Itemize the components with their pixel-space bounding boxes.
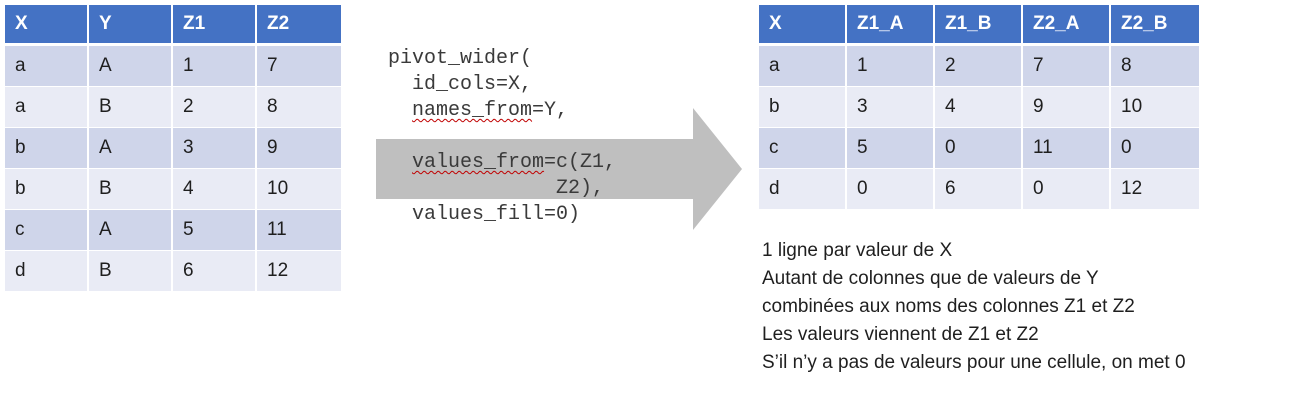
table-cell: 8 <box>257 87 341 128</box>
result-table: X Z1_A Z1_B Z2_A Z2_B a 1 2 7 8 b 3 4 9 … <box>759 5 1199 210</box>
source-header-z1: Z1 <box>173 5 257 46</box>
note-line: Autant de colonnes que de valeurs de Y <box>762 268 1099 289</box>
note-line: combinées aux noms des colonnes Z1 et Z2 <box>762 296 1135 317</box>
table-cell: 2 <box>935 46 1023 87</box>
table-cell: a <box>5 46 89 87</box>
source-header-x: X <box>5 5 89 46</box>
table-row: c 5 0 11 0 <box>759 128 1199 169</box>
table-row: a 1 2 7 8 <box>759 46 1199 87</box>
source-table-header-row: X Y Z1 Z2 <box>5 5 341 46</box>
table-cell: B <box>89 251 173 292</box>
code-fragment: =c(Z1, <box>544 151 617 174</box>
table-row: d 0 6 0 12 <box>759 169 1199 210</box>
code-spellcheck-word: names_from <box>412 99 533 122</box>
table-cell: A <box>89 128 173 169</box>
table-cell: 2 <box>173 87 257 128</box>
table-cell: 0 <box>1111 128 1199 169</box>
table-cell: 1 <box>173 46 257 87</box>
table-cell: 8 <box>1111 46 1199 87</box>
code-indent <box>388 151 412 174</box>
code-line: values_fill=0) <box>388 203 581 226</box>
table-cell: 7 <box>1023 46 1111 87</box>
result-header-x: X <box>759 5 847 46</box>
table-cell: A <box>89 46 173 87</box>
table-cell: c <box>5 210 89 251</box>
table-cell: 4 <box>935 87 1023 128</box>
table-cell: 7 <box>257 46 341 87</box>
table-cell: b <box>5 169 89 210</box>
table-cell: 5 <box>847 128 935 169</box>
explanation-notes: 1 ligne par valeur de X Autant de colonn… <box>762 237 1186 377</box>
table-cell: 9 <box>1023 87 1111 128</box>
table-cell: 3 <box>847 87 935 128</box>
table-cell: 6 <box>935 169 1023 210</box>
table-cell: b <box>759 87 847 128</box>
source-header-z2: Z2 <box>257 5 341 46</box>
table-cell: 6 <box>173 251 257 292</box>
table-row: b A 3 9 <box>5 128 341 169</box>
table-cell: 10 <box>1111 87 1199 128</box>
source-header-y: Y <box>89 5 173 46</box>
table-cell: 0 <box>1023 169 1111 210</box>
table-cell: 4 <box>173 169 257 210</box>
table-row: b 3 4 9 10 <box>759 87 1199 128</box>
note-line: 1 ligne par valeur de X <box>762 240 953 261</box>
note-line: S’il n’y a pas de valeurs pour une cellu… <box>762 352 1186 373</box>
code-line: names_from=Y, <box>388 99 568 122</box>
table-cell: a <box>759 46 847 87</box>
table-cell: b <box>5 128 89 169</box>
table-cell: 10 <box>257 169 341 210</box>
code-fragment: =Y, <box>532 99 569 122</box>
table-cell: 9 <box>257 128 341 169</box>
right-arrow-icon <box>376 108 742 230</box>
table-cell: B <box>89 87 173 128</box>
table-cell: 11 <box>1023 128 1111 169</box>
table-cell: A <box>89 210 173 251</box>
result-header-z1-a: Z1_A <box>847 5 935 46</box>
table-cell: 11 <box>257 210 341 251</box>
note-line: Les valeurs viennent de Z1 et Z2 <box>762 324 1039 345</box>
table-cell: d <box>5 251 89 292</box>
table-row: c A 5 11 <box>5 210 341 251</box>
code-line: id_cols=X, <box>388 73 533 96</box>
table-cell: d <box>759 169 847 210</box>
source-table: X Y Z1 Z2 a A 1 7 a B 2 8 b A 3 9 b B 4 <box>5 5 341 292</box>
code-line: pivot_wider( <box>388 47 533 70</box>
code-line: values_from=c(Z1, <box>388 151 616 174</box>
result-header-z2-a: Z2_A <box>1023 5 1111 46</box>
table-cell: a <box>5 87 89 128</box>
arrow-shape <box>376 108 742 230</box>
table-cell: c <box>759 128 847 169</box>
table-cell: 1 <box>847 46 935 87</box>
table-cell: 12 <box>257 251 341 292</box>
result-header-z2-b: Z2_B <box>1111 5 1199 46</box>
table-row: a A 1 7 <box>5 46 341 87</box>
table-cell: 12 <box>1111 169 1199 210</box>
code-indent <box>388 99 412 122</box>
table-cell: B <box>89 169 173 210</box>
table-cell: 5 <box>173 210 257 251</box>
pivot-wider-code: pivot_wider( id_cols=X, names_from=Y, va… <box>388 46 616 228</box>
table-row: a B 2 8 <box>5 87 341 128</box>
table-cell: 3 <box>173 128 257 169</box>
table-cell: 0 <box>935 128 1023 169</box>
table-cell: 0 <box>847 169 935 210</box>
code-spellcheck-word: values_from <box>412 151 545 174</box>
result-table-header-row: X Z1_A Z1_B Z2_A Z2_B <box>759 5 1199 46</box>
result-header-z1-b: Z1_B <box>935 5 1023 46</box>
table-row: b B 4 10 <box>5 169 341 210</box>
table-row: d B 6 12 <box>5 251 341 292</box>
code-line: Z2), <box>388 177 605 200</box>
